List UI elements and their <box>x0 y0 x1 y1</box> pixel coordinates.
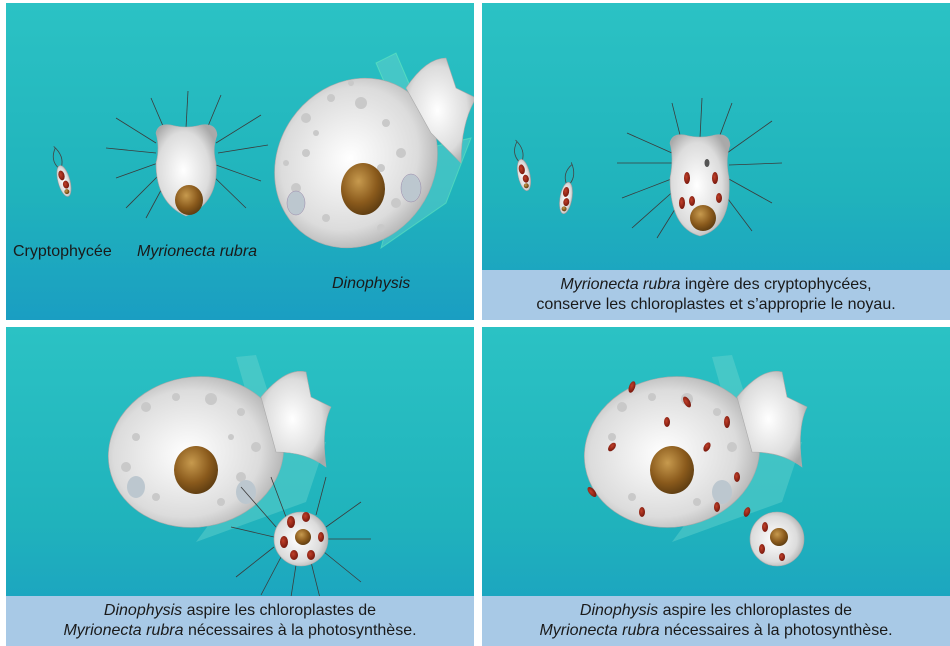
caption-panel-4: Dinophysis aspire les chloroplastes de M… <box>482 596 950 646</box>
caption-panel-3: Dinophysis aspire les chloroplastes de M… <box>6 596 474 646</box>
panel-ingestion: Myrionecta rubra ingère des cryptophycée… <box>482 3 950 320</box>
myrionecta-nucleus <box>175 185 203 215</box>
myrionecta-nucleus <box>690 205 716 231</box>
caption-species: Myrionecta rubra <box>63 622 183 639</box>
cryptophycee-cell <box>557 162 578 215</box>
label-dinophysis: Dinophysis <box>332 275 410 293</box>
caption-species: Dinophysis <box>104 602 182 619</box>
caption-species: Myrionecta rubra <box>560 276 680 293</box>
caption-panel-2: Myrionecta rubra ingère des cryptophycée… <box>482 270 950 320</box>
caption-species: Myrionecta rubra <box>539 622 659 639</box>
cryptophycee-cell <box>49 145 74 198</box>
caption-text: aspire les chloroplastes de <box>182 602 376 619</box>
panel-1-illustration <box>6 3 474 320</box>
panel-aspiration-result: Dinophysis aspire les chloroplastes de M… <box>482 327 950 646</box>
caption-text: aspire les chloroplastes de <box>658 602 852 619</box>
caption-species: Dinophysis <box>580 602 658 619</box>
label-myrionecta-rubra: Myrionecta rubra <box>137 243 257 261</box>
caption-text: nécessaires à la photosynthèse. <box>660 622 893 639</box>
cryptophycee-cell <box>511 139 534 192</box>
panel-species: Cryptophycée Myrionecta rubra Dinophysis <box>6 3 474 320</box>
dinophysis-cell <box>242 46 474 280</box>
label-cryptophycee: Cryptophycée <box>13 243 112 261</box>
panel-aspiration: Dinophysis aspire les chloroplastes de M… <box>6 327 474 646</box>
caption-text: conserve les chloroplastes et s’appropri… <box>482 295 950 315</box>
caption-text: nécessaires à la photosynthèse. <box>184 622 417 639</box>
caption-text: ingère des cryptophycées, <box>680 276 871 293</box>
